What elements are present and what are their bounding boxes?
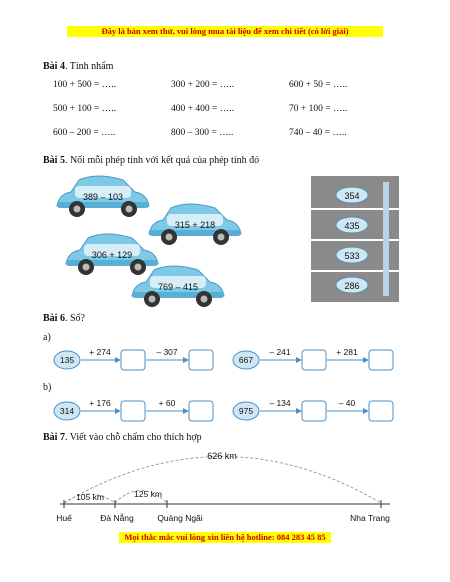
place-quang-ngai: Quảng Ngãi [157, 513, 202, 523]
chain-start: 135 [60, 355, 74, 365]
exercise-4-heading: Bài 4. Tính nhẩm [43, 61, 113, 72]
exercise-4-title: . Tính nhẩm [64, 61, 114, 72]
hotline-banner: Mọi thắc mắc vui lòng xin liên hệ hotlin… [119, 532, 331, 543]
answer-box[interactable] [188, 400, 214, 422]
segment-1-label: 105 km [76, 492, 104, 502]
place-hue: Huế [56, 513, 72, 523]
chain-op: – 241 [269, 347, 291, 357]
result-badge [335, 276, 369, 294]
car-1-label: 389 – 103 [83, 192, 123, 202]
chain-op: + 176 [89, 398, 111, 408]
answer-box[interactable] [188, 349, 214, 371]
calc-item: 800 – 300 = ….. [171, 128, 234, 138]
result-1: 354 [344, 191, 359, 201]
car-2-label: 315 + 218 [175, 220, 215, 230]
result-badge [335, 216, 369, 234]
total-distance-label: 626 km [207, 451, 237, 461]
exercise-4-label: Bài 4 [43, 61, 65, 72]
calc-item: 600 – 200 = ….. [53, 128, 116, 138]
exercise-6-title: . Số? [64, 313, 85, 324]
exercise-5-title: . Nối mỗi phép tính với kết quả của phép… [64, 155, 260, 166]
chain-op: – 307 [156, 347, 178, 357]
exercise-5-heading: Bài 5. Nối mỗi phép tính với kết quả của… [43, 155, 259, 166]
part-b-label: b) [43, 382, 52, 393]
car-3-label: 306 + 129 [92, 250, 132, 260]
chain-op: – 134 [269, 398, 291, 408]
result-badge [335, 246, 369, 264]
calc-item: 600 + 50 = ….. [289, 80, 348, 90]
chain-op: + 274 [89, 347, 111, 357]
chain-start: 314 [60, 406, 74, 416]
number-chain: 314 + 176 + 60 [53, 398, 214, 422]
chain-start: 975 [239, 406, 253, 416]
car-4-label: 769 – 415 [158, 282, 198, 292]
exercise-6-label: Bài 6 [43, 313, 65, 324]
calc-item: 500 + 100 = ….. [53, 104, 116, 114]
answer-box[interactable] [120, 349, 146, 371]
exercise-7-label: Bài 7 [43, 432, 65, 443]
calc-item: 100 + 500 = ….. [53, 80, 116, 90]
calc-item: 400 + 400 = ….. [171, 104, 234, 114]
answer-box[interactable] [120, 400, 146, 422]
answer-box[interactable] [368, 400, 394, 422]
exercise-5-label: Bài 5 [43, 155, 65, 166]
chain-op: + 60 [159, 398, 176, 408]
place-nha-trang: Nha Trang [350, 513, 390, 523]
calc-item: 300 + 200 = ….. [171, 80, 234, 90]
calc-item: 70 + 100 = ….. [289, 104, 348, 114]
preview-banner: Đây là bản xem thử, vui lòng mua tài liệ… [67, 26, 383, 37]
part-a-label: a) [43, 332, 51, 343]
number-chain: 975 – 134 – 40 [232, 398, 394, 422]
result-badge [335, 186, 369, 204]
answer-box[interactable] [368, 349, 394, 371]
result-2: 435 [344, 221, 359, 231]
chain-op: – 40 [339, 398, 356, 408]
chain-start: 667 [239, 355, 253, 365]
calc-item: 740 – 40 = ….. [289, 128, 347, 138]
number-chain: 135 + 274 – 307 [53, 347, 214, 371]
place-da-nang: Đà Nẵng [100, 513, 134, 523]
answer-box[interactable] [301, 349, 327, 371]
exercise-7-heading: Bài 7. Viết vào chỗ chấm cho thích hợp [43, 432, 202, 443]
chain-op: + 281 [336, 347, 358, 357]
number-chain: 667 – 241 + 281 [232, 347, 394, 371]
segment-2-label: 125 km [134, 489, 162, 499]
result-3: 533 [344, 251, 359, 261]
exercise-6-heading: Bài 6. Số? [43, 313, 85, 324]
exercise-7-title: . Viết vào chỗ chấm cho thích hợp [64, 432, 202, 443]
result-4: 286 [344, 281, 359, 291]
answer-box[interactable] [301, 400, 327, 422]
